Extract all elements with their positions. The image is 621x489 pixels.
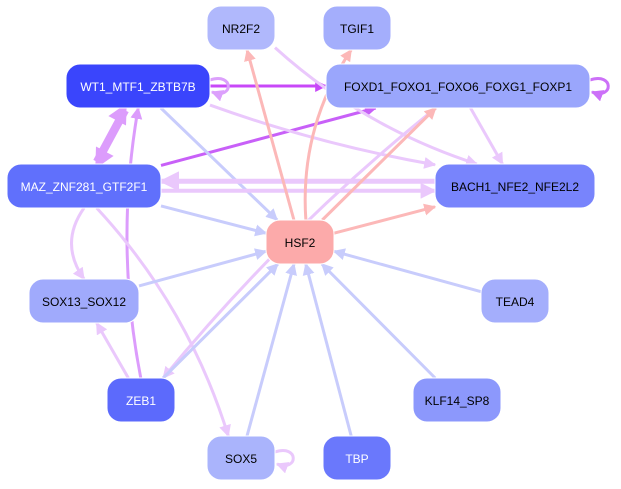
node-label: KLF14_SP8: [425, 394, 490, 408]
node-label: FOXD1_FOXO1_FOXO6_FOXG1_FOXP1: [344, 80, 572, 94]
edge-maz-to-hsf2: [160, 204, 268, 237]
node-box: [480, 278, 550, 324]
edge-sox5-to-hsf2: [245, 262, 297, 437]
edge-nr2f2-to-bach1: [273, 46, 478, 167]
node-bach1[interactable]: BACH1_NFE2_NFE2L2: [434, 163, 596, 209]
edge-wt1-to-maz: [94, 109, 129, 169]
edge-klf14-to-hsf2: [320, 262, 437, 380]
edge-maz-to-foxd1: [160, 104, 377, 167]
edge-maz-to-sox5: [95, 206, 231, 438]
edges-layer: [70, 46, 610, 474]
node-box: [28, 278, 140, 324]
edge-zeb1-to-wt1: [125, 106, 143, 379]
edge-foxd1-to-bach1: [469, 107, 504, 166]
node-nr2f2[interactable]: NR2F2: [206, 5, 276, 51]
node-box: [322, 435, 392, 481]
node-box: [434, 163, 596, 209]
edge-sox13-to-hsf2: [138, 248, 268, 288]
node-label: TGIF1: [340, 22, 374, 36]
node-box: [265, 219, 335, 265]
node-klf14[interactable]: KLF14_SP8: [412, 377, 502, 423]
node-label: SOX5: [225, 452, 257, 466]
node-hsf2[interactable]: HSF2: [265, 219, 335, 265]
edge-maz-to-wt1: [93, 103, 128, 163]
node-tbp[interactable]: TBP: [322, 435, 392, 481]
node-tgif1[interactable]: TGIF1: [322, 5, 392, 51]
node-maz[interactable]: MAZ_ZNF281_GTF2F1: [6, 163, 162, 209]
edge-hsf2-to-bach1: [333, 203, 437, 235]
edge-sox5-to-sox5: [274, 449, 295, 474]
edge-zeb1-to-sox13: [95, 321, 130, 379]
edge-wt1-to-bach1: [209, 103, 437, 169]
node-label: SOX13_SOX12: [42, 295, 126, 309]
node-tead4[interactable]: TEAD4: [480, 278, 550, 324]
node-sox13[interactable]: SOX13_SOX12: [28, 278, 140, 324]
edge-foxd1-to-foxd1: [589, 77, 610, 102]
node-box: [206, 435, 276, 481]
edge-tbp-to-hsf2: [302, 262, 353, 437]
node-label: MAZ_ZNF281_GTF2F1: [21, 180, 148, 194]
node-zeb1[interactable]: ZEB1: [106, 377, 176, 423]
edge-hsf2-to-nr2f2: [244, 48, 296, 221]
edge-maz-to-sox13: [70, 207, 86, 280]
node-foxd1[interactable]: FOXD1_FOXO1_FOXO6_FOXG1_FOXP1: [325, 63, 591, 109]
node-box: [6, 163, 162, 209]
node-sox5[interactable]: SOX5: [206, 435, 276, 481]
node-wt1[interactable]: WT1_MTF1_ZBTB7B: [65, 63, 211, 109]
edge-tead4-to-hsf2: [332, 248, 482, 294]
node-box: [325, 63, 591, 109]
edge-wt1-to-hsf2: [159, 106, 279, 222]
node-box: [322, 5, 392, 51]
node-label: TBP: [345, 452, 368, 466]
edge-wt1-to-wt1: [209, 77, 230, 102]
node-box: [106, 377, 176, 423]
node-box: [206, 5, 276, 51]
node-label: HSF2: [285, 236, 316, 250]
node-label: ZEB1: [126, 394, 156, 408]
edge-zeb1-to-hsf2: [162, 262, 279, 380]
node-box: [412, 377, 502, 423]
edge-hsf2-to-foxd1: [321, 106, 437, 222]
node-label: WT1_MTF1_ZBTB7B: [80, 80, 195, 94]
node-label: TEAD4: [496, 295, 535, 309]
node-label: BACH1_NFE2_NFE2L2: [451, 180, 579, 194]
node-box: [65, 63, 211, 109]
node-label: NR2F2: [222, 22, 260, 36]
